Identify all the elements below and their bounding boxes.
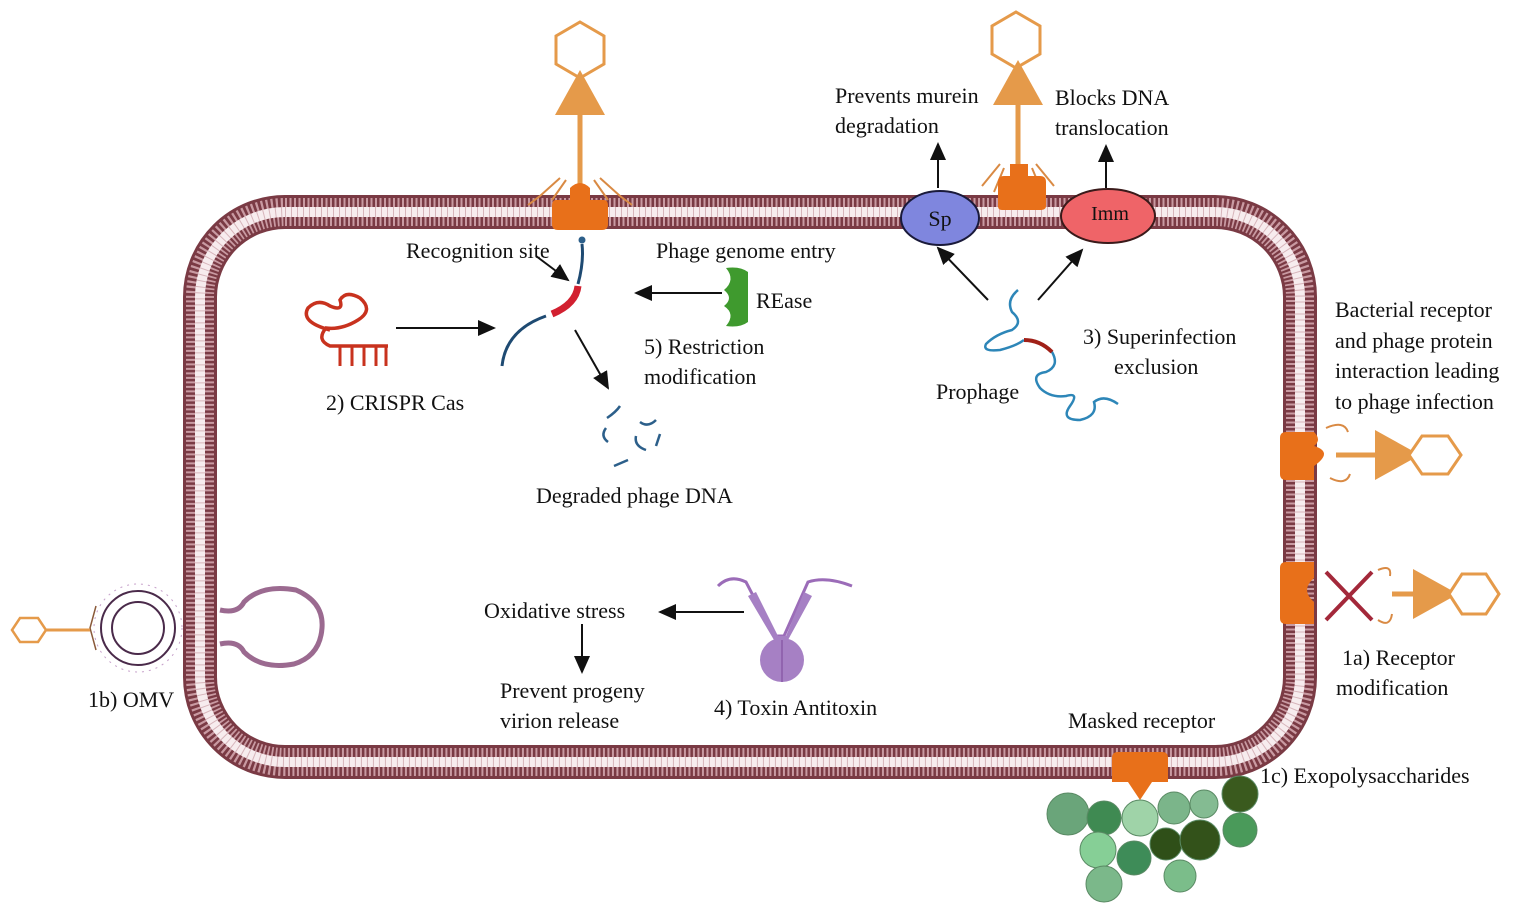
- bacterial-receptor-label-4: to phage infection: [1335, 389, 1494, 414]
- prophage-dna-icon: [984, 289, 1119, 422]
- exopolysaccharide-bead: [1221, 775, 1259, 813]
- omv-label: 1b) OMV: [88, 687, 175, 712]
- exopolysaccharide-bead: [1079, 831, 1117, 869]
- exopolysaccharide-bead: [1157, 791, 1191, 825]
- exopolysaccharides-label: 1c) Exopolysaccharides: [1260, 763, 1470, 788]
- crispr-rna-icon: [304, 292, 388, 366]
- rease-label: REase: [756, 288, 813, 313]
- phage-omv: [10, 616, 90, 644]
- blocked-x-icon: [1324, 570, 1374, 622]
- prevent-progeny-label-1: Prevent progeny: [500, 678, 645, 703]
- phage-genome-entry-label: Phage genome entry: [656, 238, 836, 263]
- superinfection-label-2: exclusion: [1114, 354, 1199, 379]
- exopolysaccharide-bead: [1085, 865, 1123, 903]
- sp-protein: Sp: [900, 190, 980, 246]
- masked-receptor-label: Masked receptor: [1068, 708, 1216, 733]
- toxin-antitoxin-label: 4) Toxin Antitoxin: [714, 695, 878, 720]
- prophage-label: Prophage: [936, 379, 1020, 404]
- arrow-to-degraded: [574, 329, 609, 390]
- bacterial-receptor-label-1: Bacterial receptor: [1335, 297, 1492, 322]
- receptor-right-modified: [1280, 562, 1501, 624]
- exopolysaccharide-bead: [1149, 827, 1183, 861]
- receptor-right-infection: [1280, 423, 1463, 483]
- exopolysaccharide-bead: [1163, 859, 1197, 893]
- blocks-dna-label-1: Blocks DNA: [1055, 85, 1170, 110]
- exopolysaccharide-bead: [1189, 789, 1219, 819]
- restriction-label-2: modification: [644, 364, 757, 389]
- phage-top-right: [981, 10, 1055, 193]
- phage-dna-strand: [500, 236, 586, 367]
- crispr-label: 2) CRISPR Cas: [326, 390, 465, 415]
- recognition-site-label: Recognition site: [406, 238, 550, 263]
- arrow-prophage-to-imm: [1037, 248, 1084, 301]
- oxidative-stress-label: Oxidative stress: [484, 598, 626, 623]
- exopolysaccharide-bead: [1121, 799, 1159, 837]
- membrane-bleb: [219, 586, 325, 668]
- exopolysaccharide-bead: [1116, 840, 1152, 876]
- prevent-progeny-label-2: virion release: [500, 708, 620, 733]
- sp-label: Sp: [928, 206, 951, 231]
- cell-membrane: [183, 195, 1317, 779]
- degraded-dna-fragments: [602, 405, 662, 468]
- imm-label: Imm: [1091, 203, 1129, 225]
- phage-top-left: [527, 20, 633, 206]
- receptor-masked: [1112, 752, 1168, 800]
- exopolysaccharide-bead: [1046, 792, 1090, 836]
- prevents-murein-label-2: degradation: [835, 113, 939, 138]
- receptor-mod-label-1: 1a) Receptor: [1342, 645, 1455, 670]
- arrow-recognition: [535, 255, 570, 282]
- toxin-antitoxin-icon: [716, 577, 853, 682]
- phage-tail-plate-top-right: [998, 164, 1046, 210]
- omv-vesicle: [89, 583, 183, 673]
- restriction-label-1: 5) Restriction: [644, 334, 765, 359]
- degraded-dna-label: Degraded phage DNA: [536, 483, 733, 508]
- bacterial-receptor-label-3: interaction leading: [1335, 358, 1500, 383]
- imm-protein: Imm: [1060, 188, 1156, 244]
- receptor-mod-label-2: modification: [1336, 675, 1449, 700]
- receptor-top-left: [552, 183, 608, 230]
- bacterial-receptor-label-2: and phage protein: [1335, 328, 1493, 353]
- exopolysaccharide-bead: [1086, 800, 1122, 836]
- exopolysaccharide-bead: [1179, 819, 1221, 861]
- rease-enzyme-icon: [724, 267, 748, 327]
- superinfection-label-1: 3) Superinfection: [1083, 324, 1237, 349]
- prevents-murein-label-1: Prevents murein: [835, 83, 979, 108]
- exopolysaccharide-bead: [1222, 812, 1258, 848]
- blocks-dna-label-2: translocation: [1055, 115, 1169, 140]
- arrow-prophage-to-sp: [936, 246, 989, 301]
- exopolysaccharide-cluster: [1046, 775, 1259, 903]
